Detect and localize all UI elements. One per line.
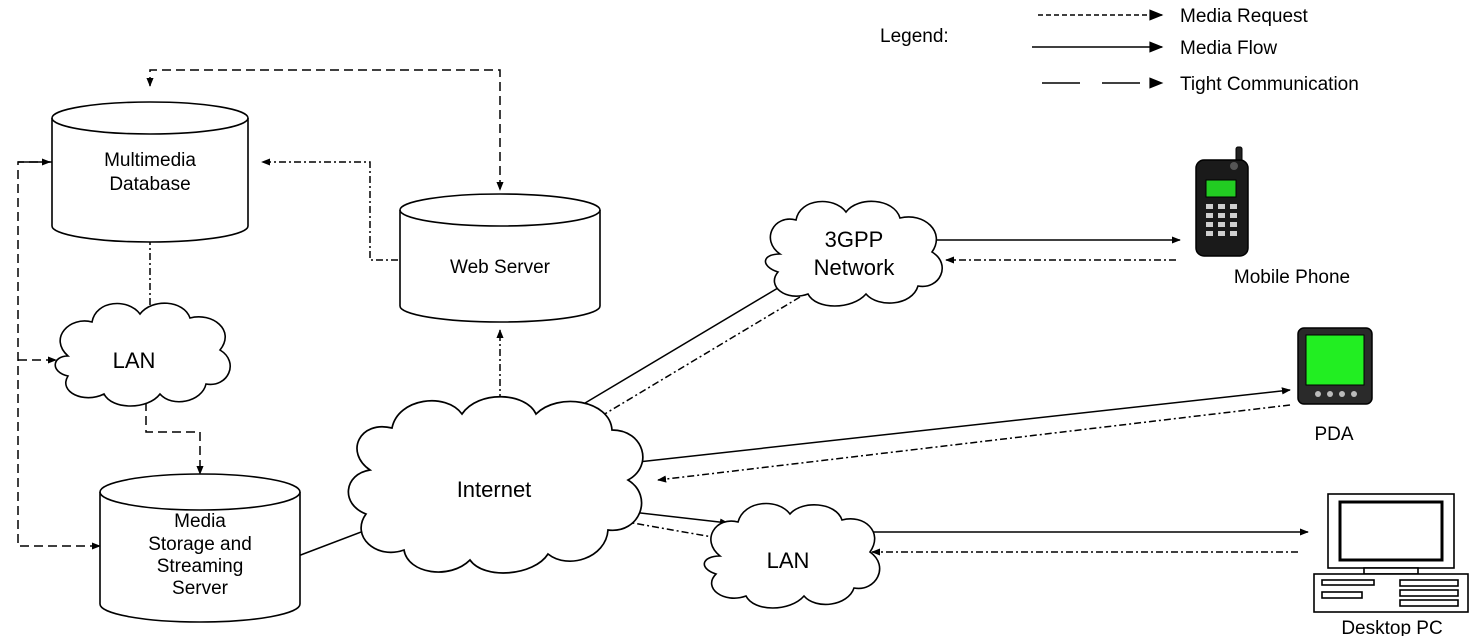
3gpp-network-cloud: 3GPP Network bbox=[764, 200, 943, 307]
internet-pda-flow-link bbox=[637, 387, 1291, 463]
multimedia-database-label-2: Database bbox=[109, 174, 190, 195]
lan-mediaserver-link bbox=[145, 402, 204, 475]
pda-label: PDA bbox=[1314, 424, 1353, 445]
lan-right-cloud: LAN bbox=[703, 502, 881, 609]
lan-right-label: LAN bbox=[767, 548, 810, 573]
3gpp-internet-request-link bbox=[587, 296, 801, 425]
webserver-db-request-link bbox=[261, 158, 398, 261]
media-storage-server: Media Storage and Streaming Server bbox=[99, 473, 301, 623]
internet-cloud: Internet bbox=[347, 395, 644, 574]
desktop-pc-icon bbox=[1313, 493, 1469, 613]
legend-media-flow-label: Media Flow bbox=[1180, 38, 1277, 59]
web-server: Web Server bbox=[399, 193, 601, 323]
internet-lan-flow-link bbox=[631, 511, 729, 526]
lan-left-label: LAN bbox=[113, 348, 156, 373]
mobile-phone-icon bbox=[1195, 146, 1249, 257]
multimedia-database-label-1: Multimedia bbox=[104, 150, 196, 171]
legend-title: Legend: bbox=[880, 26, 949, 47]
pda-icon bbox=[1297, 327, 1373, 405]
internet-3gpp-flow-link bbox=[569, 281, 789, 413]
desktop-pc-label: Desktop PC bbox=[1341, 618, 1442, 636]
legend-tight-communication-label: Tight Communication bbox=[1180, 74, 1359, 95]
multimedia-database: Multimedia Database bbox=[51, 101, 249, 243]
internet-label: Internet bbox=[457, 477, 532, 502]
media-server-label-2: Storage and bbox=[148, 534, 252, 555]
legend-media-request-label: Media Request bbox=[1180, 6, 1309, 27]
media-server-label-3: Streaming bbox=[157, 556, 244, 577]
legend: Legend: Media Request Media Flow Tight C… bbox=[880, 6, 1359, 95]
media-server-label-4: Server bbox=[172, 578, 229, 599]
pda-internet-request-link bbox=[657, 404, 1291, 483]
media-server-label-1: Media bbox=[174, 511, 226, 532]
web-server-label: Web Server bbox=[450, 257, 551, 278]
mobile-phone-label: Mobile Phone bbox=[1234, 267, 1350, 288]
3gpp-label-1: 3GPP bbox=[825, 227, 884, 252]
lan-left-cloud: LAN bbox=[54, 302, 231, 407]
3gpp-label-2: Network bbox=[814, 255, 896, 280]
db-webserver-tight-link bbox=[146, 69, 504, 191]
